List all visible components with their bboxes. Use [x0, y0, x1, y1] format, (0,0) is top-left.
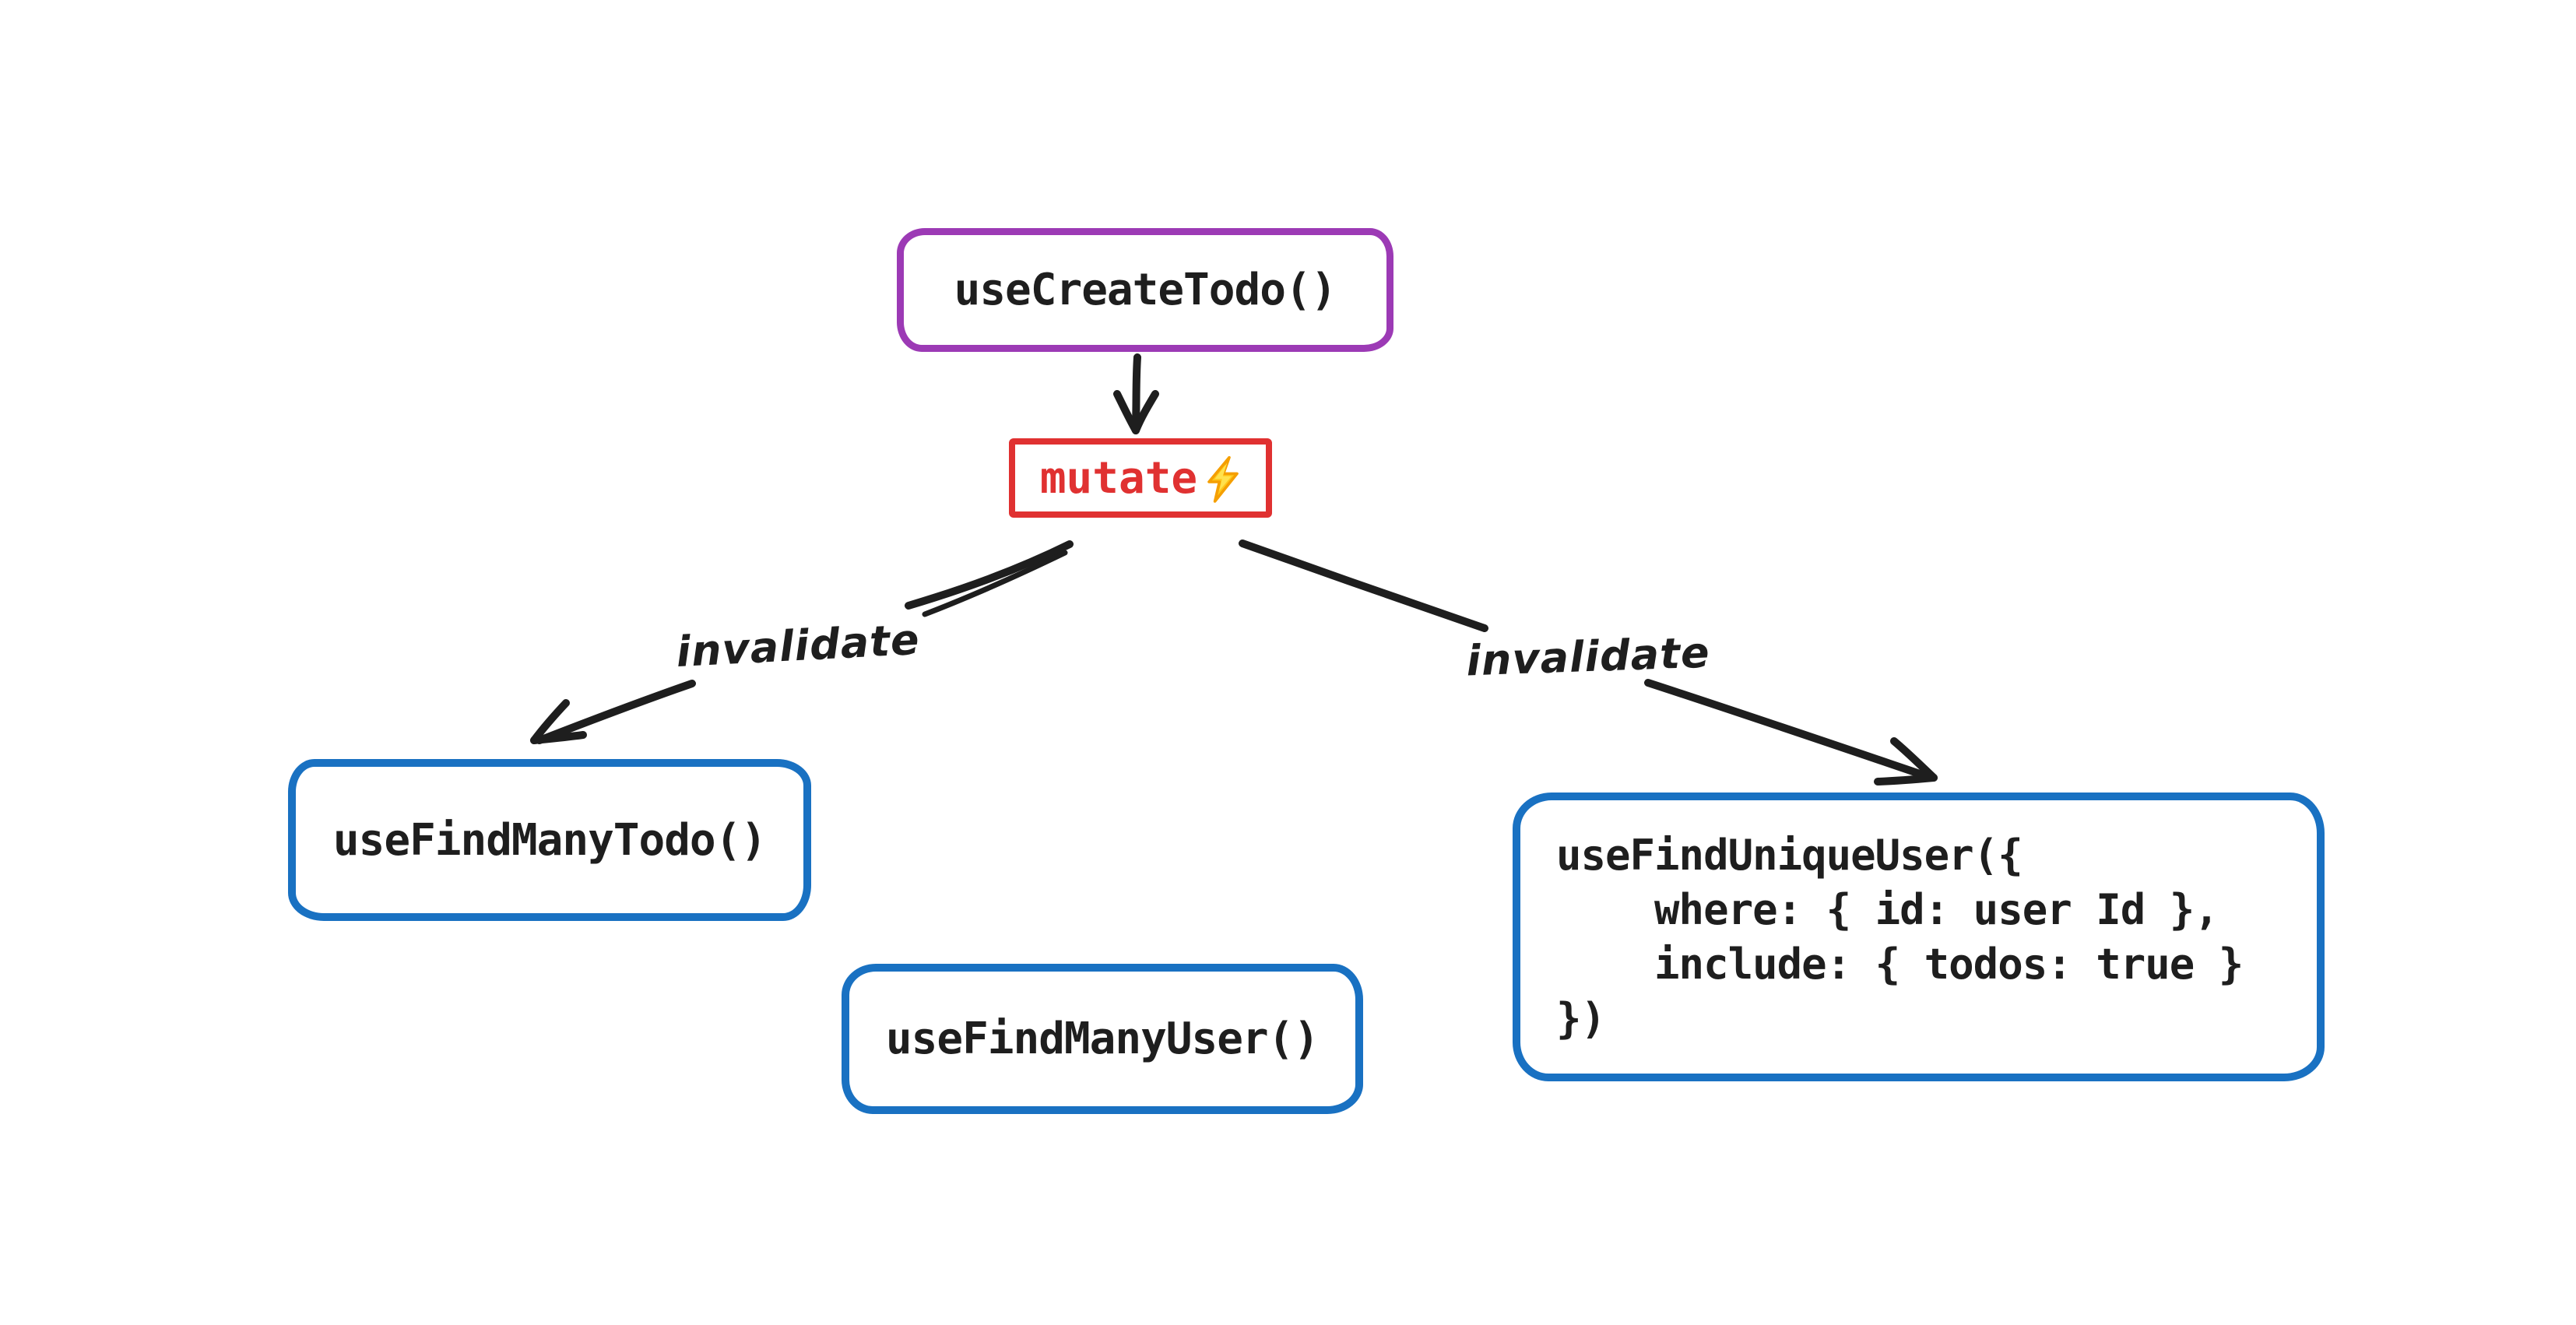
code-line: useFindUniqueUser({: [1556, 830, 2023, 880]
node-use-find-many-user: useFindManyUser(): [842, 964, 1363, 1114]
node-use-find-unique-user: useFindUniqueUser({ where: { id: user Id…: [1513, 793, 2325, 1081]
node-use-find-many-todo: useFindManyTodo(): [288, 759, 811, 921]
edge-label-invalidate-right: invalidate: [1465, 627, 1711, 686]
code-line: include: { todos: true }: [1556, 939, 2244, 989]
code-line: }): [1556, 993, 1606, 1043]
node-use-create-todo: useCreateTodo(): [897, 228, 1393, 352]
arrow-mutate-to-find-many-todo: [530, 540, 1074, 744]
arrow-create-to-mutate: [1113, 353, 1159, 434]
node-label: mutate: [1039, 452, 1198, 504]
code-block: useFindUniqueUser({ where: { id: user Id…: [1556, 828, 2244, 1046]
node-mutate: mutate: [1009, 438, 1272, 518]
lightning-bolt-icon: [1207, 456, 1239, 503]
node-label: useCreateTodo(): [954, 265, 1337, 315]
code-line: where: { id: user Id },: [1556, 884, 2219, 934]
arrow-mutate-to-find-unique-user: [1239, 539, 1938, 786]
node-label: useFindManyUser(): [885, 1014, 1320, 1064]
node-label: useFindManyTodo(): [332, 814, 767, 866]
